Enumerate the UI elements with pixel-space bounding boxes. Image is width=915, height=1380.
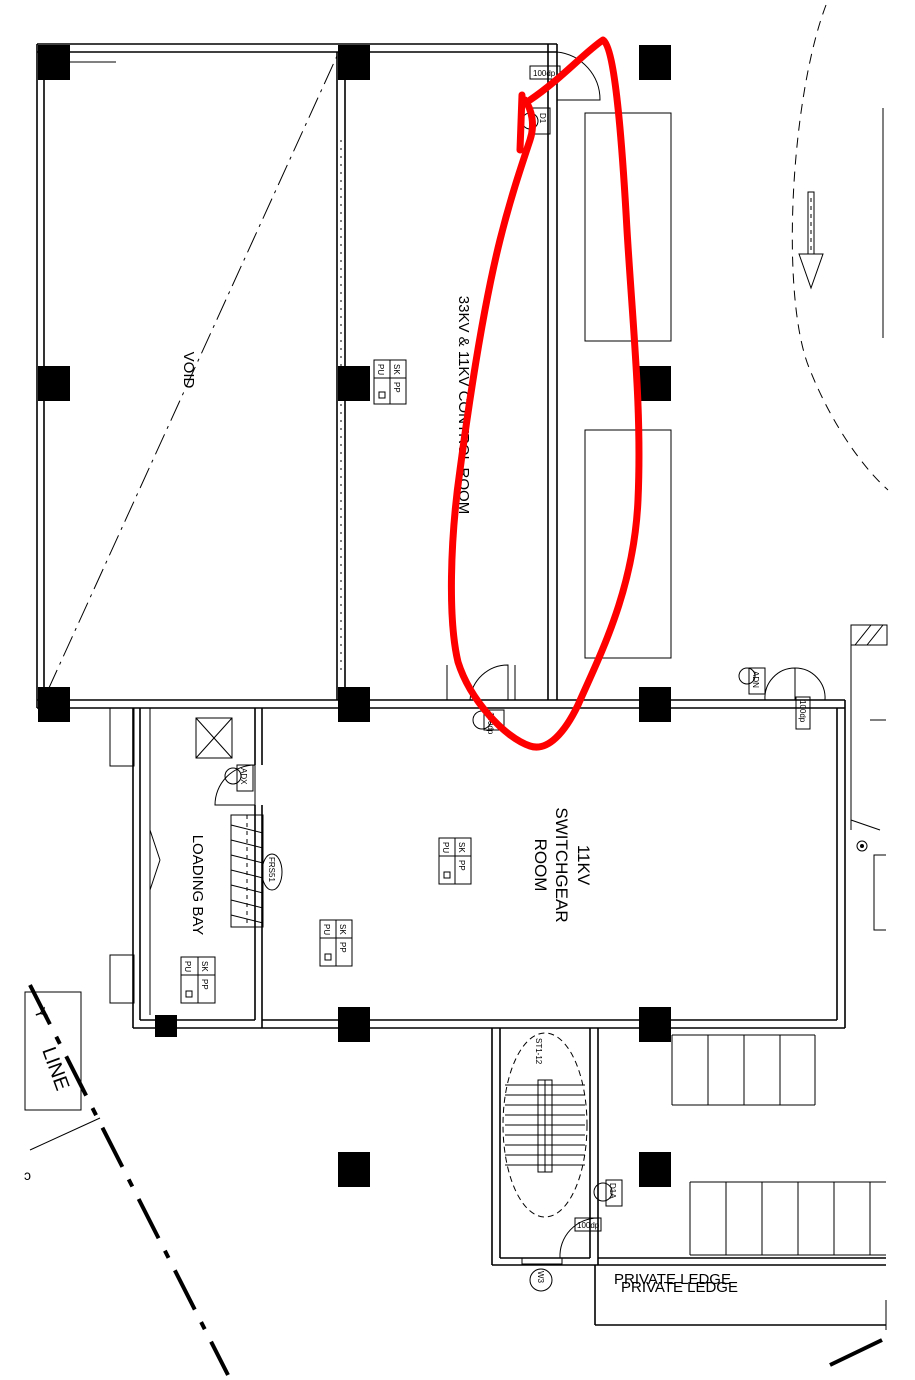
switchgear-line-3: ROOM [531,839,550,892]
column-icon [338,1007,370,1042]
door-swing-icon [214,764,256,806]
column-icon [639,1007,671,1042]
stair-core [491,1028,599,1266]
tag-d1-top: D1 [521,107,551,135]
tag-adn: ADN [738,667,766,695]
room-label-switchgear: 11KV SWITCHGEAR ROOM [531,807,593,922]
tag-d1a: D1A [593,1179,623,1207]
svg-text:100dp: 100dp [577,1221,600,1230]
svg-text:ADX: ADX [239,768,248,785]
label-private-ledge-2: PRIVATE LEDGE [621,1279,738,1296]
power-outlet-icon: PU [441,842,450,853]
void-diagonal [47,55,338,691]
tag-st: ST1-12 [534,1038,543,1065]
boundary-fragment: ɔ [24,1167,31,1183]
power-outlet-icon: PU [322,924,331,935]
svg-text:D1A: D1A [608,1183,617,1199]
tag-w3: W3 [529,1268,553,1292]
room-label-void: VOID [180,352,197,389]
column-icon [155,1015,177,1037]
private-ledge-area [594,108,888,1330]
column-icon [38,45,70,80]
tag-adx: ADX [224,764,254,792]
switchgear-line-2: SWITCHGEAR [552,807,571,922]
tags: 100dp D1 100dp ADN 100dp ADX FRS51 [224,65,811,1292]
tag-100dp-switch: 100dp [795,696,811,730]
red-markup-annotation [447,36,643,751]
tag-frs51: FRS51 [261,853,283,891]
svg-text:PP: PP [200,979,209,990]
svg-text:PP: PP [338,942,347,953]
column-icon [338,45,370,80]
door-swing-icon [764,667,826,701]
column-icon [639,1152,671,1187]
upper-block-walls [36,43,845,709]
column-icon [38,366,70,401]
power-outlet-icon: PU [376,364,385,375]
outlet-group-control: PU SK PP [373,359,407,405]
svg-text:D1: D1 [538,113,547,124]
svg-text:ADN: ADN [751,671,760,688]
power-outlet-icon: PU [183,961,192,972]
road-markings [791,4,889,491]
column-icon [38,687,70,722]
svg-text:SK: SK [392,364,401,375]
outlet-group-switchgear-west: PU SK PP [319,919,353,967]
column-icon [338,687,370,722]
site-boundary: LINE Y ɔ [24,984,883,1376]
tag-100dp-stair: 100dp [574,1217,602,1232]
svg-text:PP: PP [392,382,401,393]
svg-text:ST1-12: ST1-12 [534,1038,543,1065]
svg-text:PP: PP [457,860,466,871]
column-icon [639,687,671,722]
equipment-panels [584,112,672,659]
outlet-group-switchgear: PU SK PP [438,837,472,885]
svg-text:100dp: 100dp [798,700,807,723]
north-arrow-icon [798,191,824,290]
label-private-ledge-1: PRIVATE LEDGE [614,1271,731,1288]
svg-text:FRS51: FRS51 [267,857,276,882]
svg-text:100dp: 100dp [486,712,495,735]
boundary-line-label: LINE [37,1044,73,1093]
door-swing-icon [559,1217,599,1259]
room-label-loading-bay: LOADING BAY [189,835,206,936]
lower-block-walls [109,700,846,1029]
svg-text:SK: SK [338,924,347,935]
svg-text:100dp: 100dp [533,69,556,78]
svg-text:SK: SK [457,842,466,853]
doors [214,51,826,1259]
switchgear-line-1: 11KV [574,845,593,886]
column-icon [338,1152,370,1187]
svg-text:W3: W3 [536,1271,545,1284]
columns [38,45,671,1187]
outlet-group-loading: PU SK PP [180,956,216,1004]
column-icon [338,366,370,401]
column-icon [639,45,671,80]
svg-text:SK: SK [200,961,209,972]
column-icon [639,366,671,401]
